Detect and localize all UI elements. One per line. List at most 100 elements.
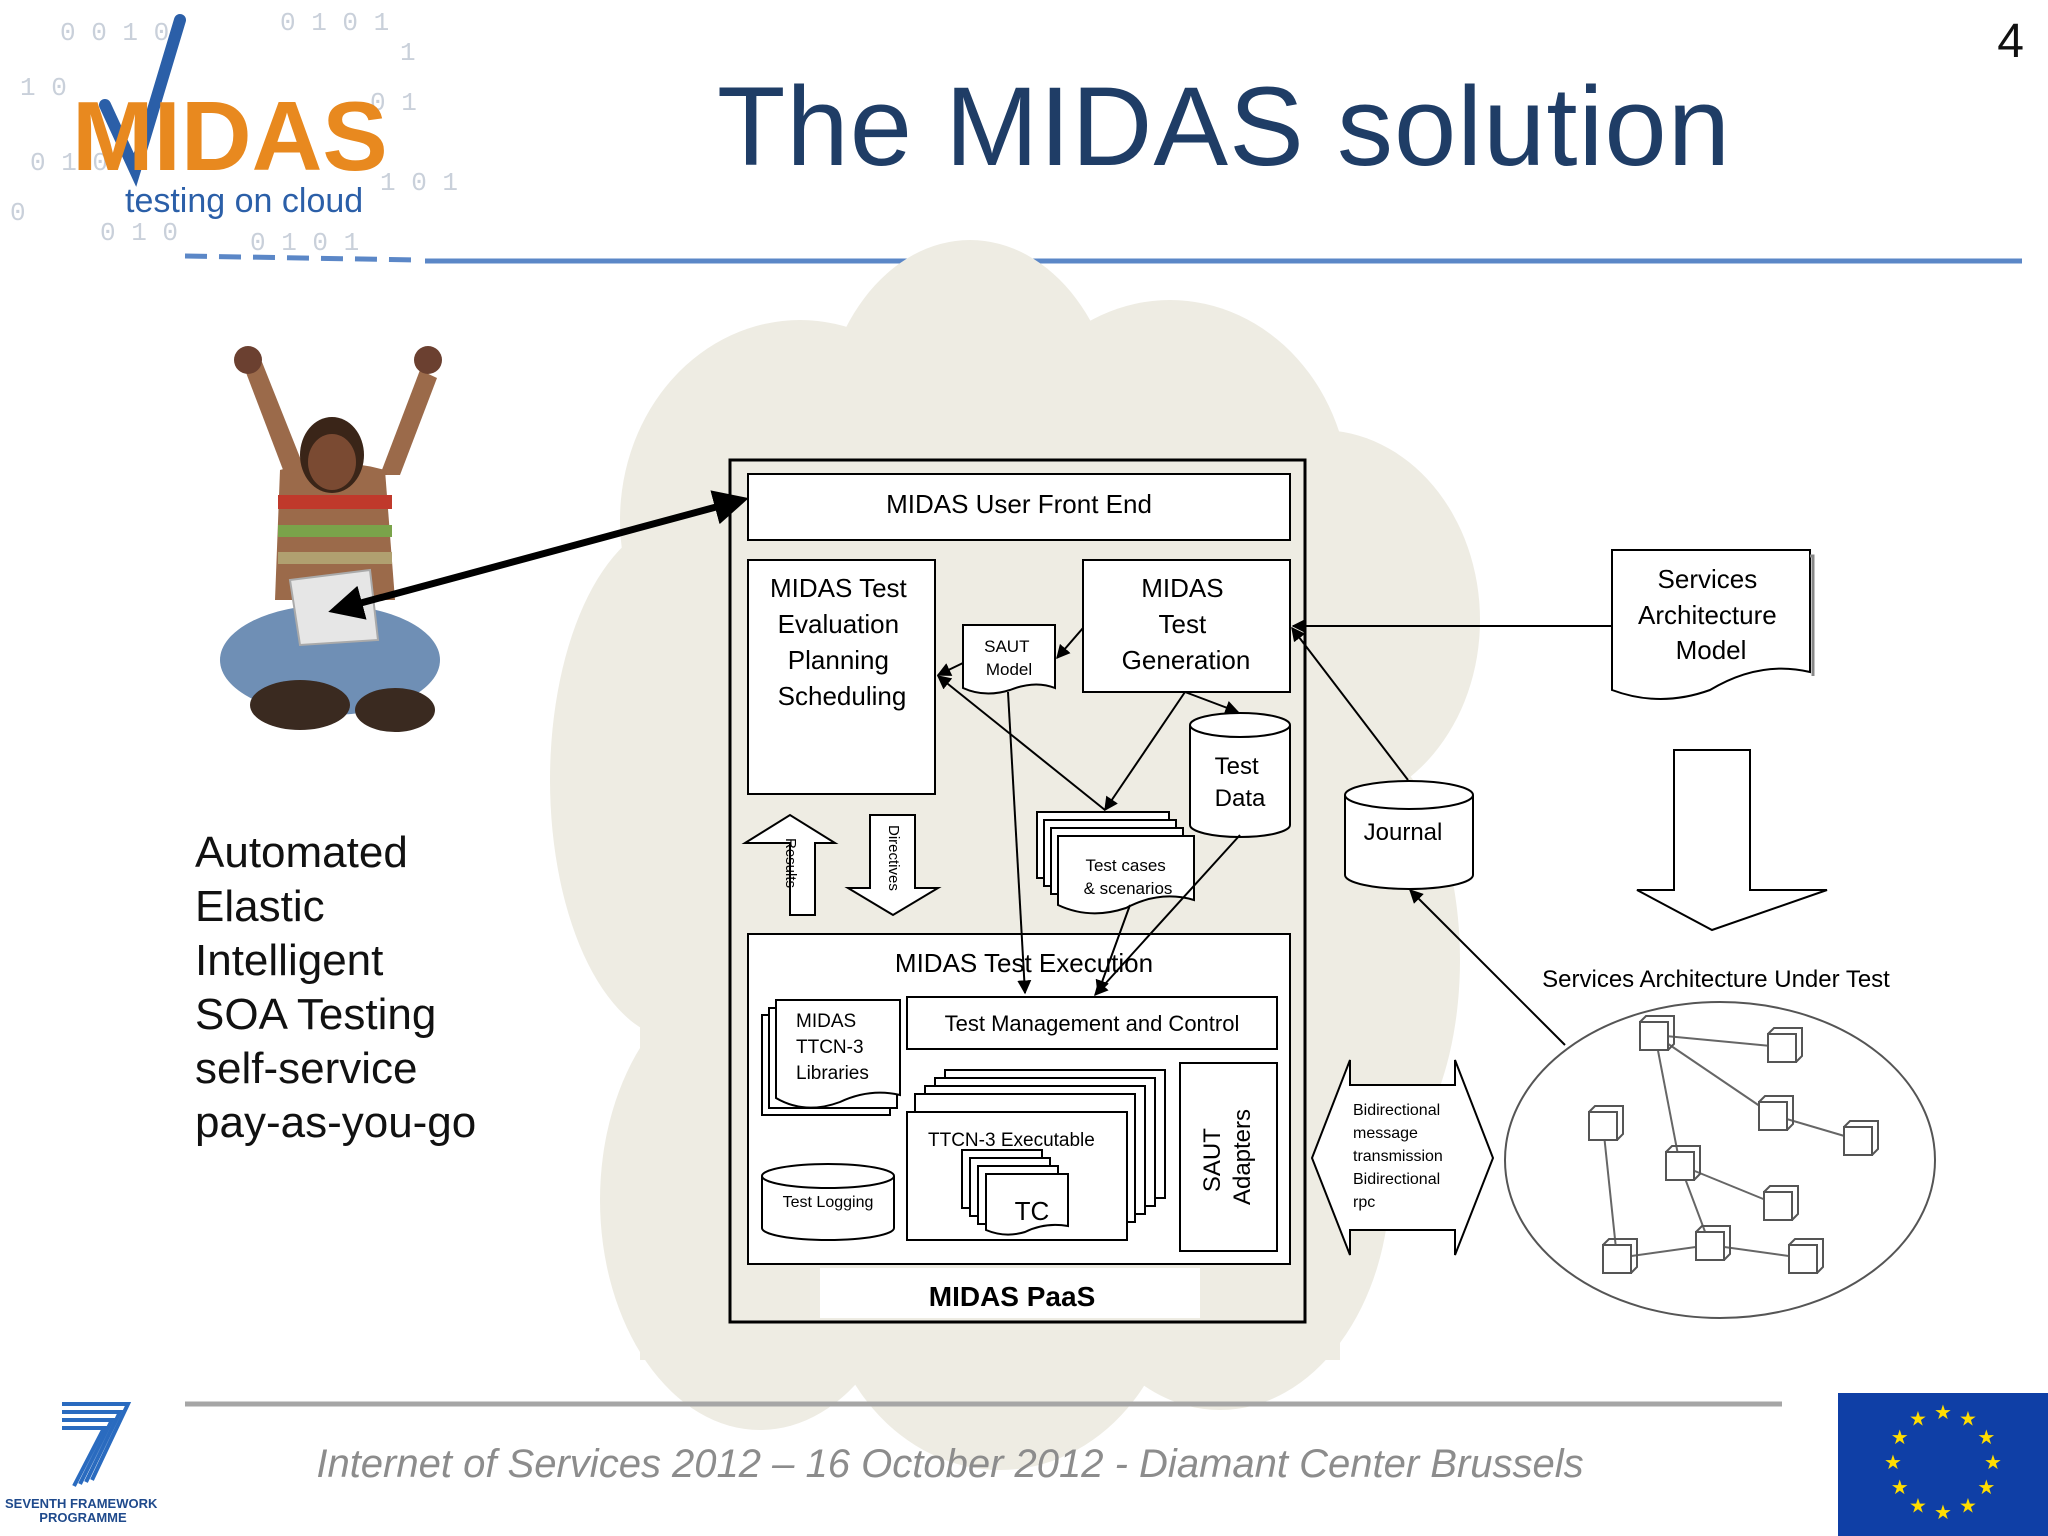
test-logging-cylinder: Test Logging: [761, 1163, 895, 1241]
svg-text:0 0 1 0: 0 0 1 0: [60, 18, 169, 48]
svg-text:0 1 0 1: 0 1 0 1: [280, 8, 389, 38]
page-number: 4: [1997, 15, 2024, 68]
test-cases-line-1: Test cases: [1085, 856, 1165, 875]
services-model-line-2: Architecture: [1638, 600, 1777, 630]
svg-text:1: 1: [400, 38, 416, 68]
test-cases-stack: Test cases & scenarios: [1036, 811, 1195, 915]
eu-star-icon: ★: [1884, 1450, 1902, 1474]
eu-star-icon: ★: [1984, 1450, 2002, 1474]
services-model-line-1: Services: [1658, 564, 1758, 594]
svg-text:Test Data: Test Data: [1215, 753, 1266, 812]
saut-adapters-line-1: SAUT: [1199, 1128, 1226, 1192]
fp7-logo: SEVENTH FRAMEWORK PROGRAMME: [5, 1402, 161, 1525]
eu-star-icon: ★: [1909, 1407, 1927, 1431]
journal-cylinder: Journal: [1344, 780, 1474, 890]
bidirectional-line-5: rpc: [1353, 1194, 1375, 1211]
feature-item: Automated: [195, 828, 408, 877]
ttcn-libraries-line-2: TTCN-3: [796, 1037, 864, 1058]
bidirectional-line-1: Bidirectional: [1353, 1102, 1440, 1119]
sut-ellipse: [1504, 1001, 1936, 1319]
evaluation-line-3: Planning: [788, 645, 889, 675]
directives-arrow: Directives: [844, 814, 942, 917]
evaluation-line-4: Scheduling: [778, 681, 907, 711]
svg-text:0 1: 0 1: [370, 88, 417, 118]
ttcn-libraries-document: MIDAS TTCN-3 Libraries: [761, 999, 901, 1116]
midas-logo-tagline: testing on cloud: [125, 182, 363, 220]
user-connection-arrow: [328, 490, 749, 620]
directives-label: Directives: [885, 825, 902, 891]
test-data-line-1: Test: [1215, 753, 1259, 780]
svg-text:0: 0: [10, 198, 26, 228]
fp7-text-2: PROGRAMME: [39, 1510, 127, 1525]
ttcn-libraries-line-1: MIDAS: [796, 1011, 856, 1032]
svg-text:SEVENTH FRAMEWORK PROGRA: SEVENTH FRAMEWORK PROGRAMME: [5, 1496, 161, 1525]
ttcn-executable-stack: TTCN-3 Executable TC: [906, 1069, 1166, 1241]
eu-star-icon: ★: [1959, 1407, 1977, 1431]
feature-list: Automated Elastic Intelligent SOA Testin…: [195, 826, 476, 1150]
svg-text:MIDAS TTCN-3 Libra: MIDAS TTCN-3 Libraries: [796, 1011, 869, 1084]
fp7-text-1: SEVENTH FRAMEWORK: [5, 1496, 158, 1511]
svg-text:Test cases & scenarios: Test cases & scenarios: [1084, 856, 1173, 898]
test-data-cylinder: Test Data: [1189, 712, 1291, 838]
tc-label: TC: [1015, 1196, 1050, 1226]
feature-item: Intelligent: [195, 936, 384, 985]
svg-text:MIDAS Test Evaluation: MIDAS Test Evaluation Planning Schedulin…: [770, 573, 914, 711]
eu-star-icon: ★: [1934, 1500, 1952, 1524]
svg-text:Services Architecture: Services Architecture Model: [1638, 564, 1784, 665]
generation-line-2: Test: [1159, 609, 1207, 639]
slide-title: The MIDAS solution: [717, 64, 1731, 189]
svg-text:Bidirectional message: Bidirectional message transmission Bidir…: [1353, 1102, 1447, 1211]
test-management-label: Test Management and Control: [945, 1011, 1240, 1036]
svg-text:MIDAS Test Generat: MIDAS Test Generation: [1122, 573, 1251, 675]
eu-star-icon: ★: [1959, 1493, 1977, 1517]
evaluation-line-1: MIDAS Test: [770, 573, 908, 603]
journal-label: Journal: [1364, 819, 1443, 846]
generation-line-3: Generation: [1122, 645, 1251, 675]
eu-star-icon: ★: [1977, 1475, 1995, 1499]
services-model-line-3: Model: [1676, 635, 1747, 665]
evaluation-box: MIDAS Test Evaluation Planning Schedulin…: [747, 559, 936, 795]
bidirectional-arrow: Bidirectional message transmission Bidir…: [1310, 1059, 1495, 1256]
front-end-box: [747, 473, 1291, 541]
eu-star-icon: ★: [1891, 1425, 1909, 1449]
paas-label-bg: [820, 1268, 1200, 1318]
person-illustration: [220, 346, 442, 732]
header-rule-dashed: [184, 253, 421, 263]
results-arrow: Results: [741, 813, 839, 916]
journal-to-generation-arrow: [1291, 626, 1409, 781]
eu-star-icon: ★: [1934, 1400, 1952, 1424]
svg-text:0 1 0: 0 1 0: [100, 218, 178, 248]
test-cases-line-2: & scenarios: [1084, 879, 1173, 898]
feature-item: pay-as-you-go: [195, 1098, 477, 1147]
svg-text:SAUT Model: SAUT Model: [984, 637, 1034, 679]
eu-star-icon: ★: [1977, 1425, 1995, 1449]
paas-label: MIDAS PaaS: [929, 1281, 1096, 1312]
generation-box: MIDAS Test Generation: [1082, 559, 1291, 693]
ttcn-executable-label: TTCN-3 Executable: [928, 1130, 1095, 1151]
feature-item: Elastic: [195, 882, 325, 931]
saut-model-line-2: Model: [986, 660, 1032, 679]
sut-to-journal-arrow: [1409, 889, 1566, 1046]
saut-adapters-line-2: Adapters: [1229, 1109, 1256, 1205]
eu-star-icon: ★: [1909, 1493, 1927, 1517]
deploy-down-arrow: [1636, 749, 1828, 932]
eu-flag: ★★★★★★★★★★★★: [1838, 1393, 2048, 1536]
feature-item: SOA Testing: [195, 990, 437, 1039]
internal-arrows: [936, 627, 1241, 997]
test-logging-label: Test Logging: [783, 1194, 874, 1211]
evaluation-line-2: Evaluation: [778, 609, 899, 639]
ttcn-libraries-line-3: Libraries: [796, 1063, 869, 1084]
test-management-box: [906, 996, 1278, 1050]
svg-text:1 0 1: 1 0 1: [380, 168, 458, 198]
test-data-line-2: Data: [1215, 785, 1266, 812]
saut-model-line-1: SAUT: [984, 637, 1029, 656]
bidirectional-line-2: message: [1353, 1125, 1418, 1142]
generation-line-1: MIDAS: [1141, 573, 1223, 603]
svg-text:0 1 0: 0 1 0: [30, 148, 108, 178]
midas-logo-word: MIDAS: [72, 81, 388, 191]
footer-text: Internet of Services 2012 – 16 October 2…: [316, 1442, 1584, 1486]
feature-item: self-service: [195, 1044, 418, 1093]
services-model-document: Services Architecture Model: [1611, 549, 1815, 700]
